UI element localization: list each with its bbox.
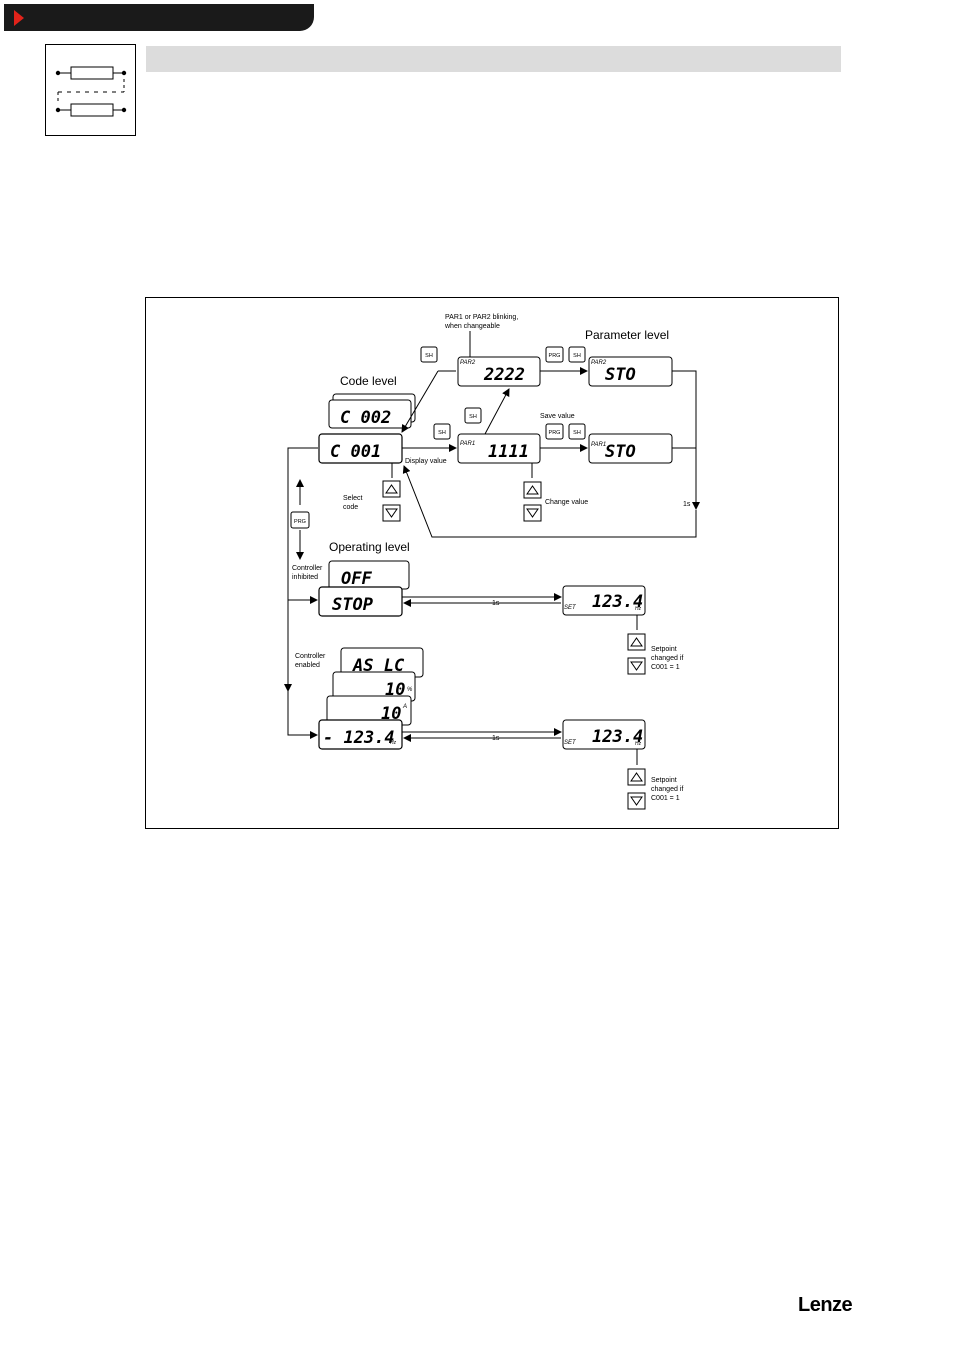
sh-key-2[interactable] xyxy=(568,346,586,363)
par2-readout: 2222 xyxy=(483,365,525,385)
svg-text:PRG: PRG xyxy=(294,519,306,525)
triangle-up-icon xyxy=(630,637,643,647)
sh-key-5[interactable] xyxy=(568,423,586,440)
change-down-button[interactable] xyxy=(523,504,542,522)
c002-display xyxy=(328,399,412,429)
setpoint-note1-line2: changed if xyxy=(651,655,683,662)
change-up-button[interactable] xyxy=(523,481,542,499)
setpoint-note2-line1: Setpoint xyxy=(651,777,677,784)
one-second-label-3: 1s xyxy=(492,735,500,742)
prg-key-left[interactable] xyxy=(290,511,310,529)
svg-text:SH: SH xyxy=(469,414,477,420)
operating-level-heading: Operating level xyxy=(329,540,410,554)
percent-readout: 10 xyxy=(385,680,405,700)
lenze-logo: Lenze xyxy=(798,1294,853,1316)
as-lc-readout: AS_LC xyxy=(352,656,405,676)
setpoint-note1-line3: C001 = 1 xyxy=(651,664,680,671)
sto-par2-tag: PAR2 xyxy=(591,360,607,366)
svg-text:SH: SH xyxy=(425,353,433,359)
sh-key-3[interactable] xyxy=(464,407,482,424)
setpoint-readout-1: 123.4 xyxy=(592,592,643,612)
sto-par2-readout: STO xyxy=(605,365,636,385)
sh-key-4[interactable] xyxy=(433,423,451,440)
change-value-label: Change value xyxy=(545,499,588,506)
setpoint-note2-line3: C001 = 1 xyxy=(651,795,680,802)
svg-text:SH: SH xyxy=(438,430,446,436)
sh-key-1[interactable] xyxy=(420,346,438,363)
select-up-button[interactable] xyxy=(382,480,401,498)
setpoint-up-button-2[interactable] xyxy=(627,768,646,786)
pct-tag: % xyxy=(407,687,413,693)
setpoint-down-button-1[interactable] xyxy=(627,657,646,675)
par2-tag: PAR2 xyxy=(460,360,476,366)
setpoint-up-button-1[interactable] xyxy=(627,633,646,651)
select-code-line2: code xyxy=(343,504,358,511)
c001-readout: C 001 xyxy=(330,442,381,462)
hz-tag-3: Hz xyxy=(635,741,642,747)
triangle-down-icon xyxy=(526,508,539,518)
diagram-frame xyxy=(145,297,839,829)
svg-text:PRG: PRG xyxy=(549,430,561,436)
par-blink-note-line1: PAR1 or PAR2 blinking, xyxy=(445,314,518,321)
sto-par1-readout: STO xyxy=(605,442,636,462)
triangle-down-icon xyxy=(385,508,398,518)
setpoint-display-1 xyxy=(562,585,646,616)
frequency-readout: - 123.4 xyxy=(323,728,395,748)
hz-tag-2: Hz xyxy=(390,740,397,746)
controller-enabled-line1: Controller xyxy=(295,653,326,660)
c002-readout: C 002 xyxy=(340,408,391,428)
one-second-label-2: 1s xyxy=(492,600,500,607)
controller-enabled-line2: enabled xyxy=(295,662,320,669)
prg-key-1[interactable] xyxy=(545,346,564,363)
parameter-level-heading: Parameter level xyxy=(585,328,669,342)
select-down-button[interactable] xyxy=(382,504,401,522)
circuit-icon xyxy=(45,44,136,136)
setpoint-note2-line2: changed if xyxy=(651,786,683,793)
one-second-label-1: 1s xyxy=(683,501,691,508)
controller-inhibited-line2: inhibited xyxy=(292,574,318,581)
controller-inhibited-line1: Controller xyxy=(292,565,323,572)
par-blink-note-line2: when changeable xyxy=(444,323,500,330)
triangle-down-icon xyxy=(630,661,643,671)
stop-display xyxy=(318,586,403,617)
triangle-up-icon xyxy=(630,772,643,782)
setpoint-readout-2: 123.4 xyxy=(592,727,643,747)
par1-readout: 1111 xyxy=(488,442,529,462)
select-code-line1: Select xyxy=(343,495,363,502)
svg-text:SH: SH xyxy=(573,353,581,359)
svg-text:SH: SH xyxy=(573,430,581,436)
ampere-readout: 10 xyxy=(381,704,401,724)
triangle-up-icon xyxy=(526,485,539,495)
prg-key-2[interactable] xyxy=(545,423,564,440)
triangle-down-icon xyxy=(630,796,643,806)
triangle-up-icon xyxy=(385,484,398,494)
setpoint-display-2 xyxy=(562,719,646,750)
setpoint-note1-line1: Setpoint xyxy=(651,646,677,653)
frequency-display xyxy=(318,719,403,750)
setpoint-down-button-2[interactable] xyxy=(627,792,646,810)
set-tag-1: SET xyxy=(564,605,577,611)
par1-tag: PAR1 xyxy=(460,441,475,447)
display-value-label: Display value xyxy=(405,458,447,465)
code-level-heading: Code level xyxy=(340,374,397,388)
circuit-symbol xyxy=(55,66,127,117)
set-tag-2: SET xyxy=(564,740,577,746)
sto-par1-tag: PAR1 xyxy=(591,442,606,448)
off-readout: OFF xyxy=(341,569,372,589)
hz-tag-1: Hz xyxy=(635,606,642,612)
section-title-bar xyxy=(146,46,841,72)
save-value-label: Save value xyxy=(540,413,575,420)
svg-text:PRG: PRG xyxy=(549,353,561,359)
stop-readout: STOP xyxy=(332,595,374,615)
header-bar xyxy=(4,4,314,31)
arrow-right-icon xyxy=(14,10,24,26)
amp-tag: A xyxy=(402,704,407,710)
